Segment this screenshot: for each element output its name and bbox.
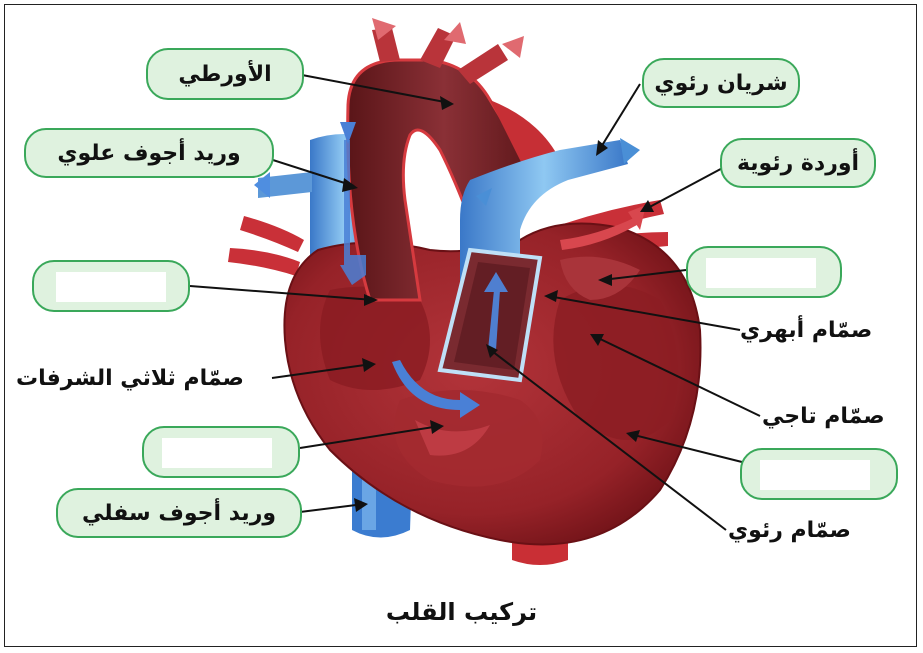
label-inferior-vena-cava-text: وريد أجوف سفلي	[82, 501, 276, 526]
label-pulmonary-valve: صمّام رئوي	[728, 518, 851, 543]
label-blank-right-lower	[740, 448, 898, 500]
answer-blank	[760, 460, 870, 490]
label-pulmonary-veins: أوردة رئوية	[720, 138, 876, 188]
label-aorta-text: الأورطي	[178, 62, 271, 87]
answer-blank	[162, 438, 272, 468]
label-blank-right-upper	[686, 246, 842, 298]
label-pulmonary-artery-text: شريان رئوي	[654, 71, 787, 96]
label-superior-vena-cava-text: وريد أجوف علوي	[57, 141, 240, 166]
label-blank-left-atrium	[32, 260, 190, 312]
label-superior-vena-cava: وريد أجوف علوي	[24, 128, 274, 178]
label-pulmonary-veins-text: أوردة رئوية	[737, 151, 859, 176]
figure-caption: تركيب القلب	[0, 598, 923, 626]
label-blank-left-lower	[142, 426, 300, 478]
label-mitral-valve: صمّام تاجي	[762, 404, 885, 429]
label-pulmonary-artery: شريان رئوي	[642, 58, 800, 108]
label-aortic-valve: صمّام أبهري	[740, 318, 872, 343]
label-inferior-vena-cava: وريد أجوف سفلي	[56, 488, 302, 538]
answer-blank	[56, 272, 166, 302]
label-tricuspid-valve: صمّام ثلاثي الشرفات	[16, 366, 244, 391]
label-aorta: الأورطي	[146, 48, 304, 100]
answer-blank	[706, 258, 816, 288]
